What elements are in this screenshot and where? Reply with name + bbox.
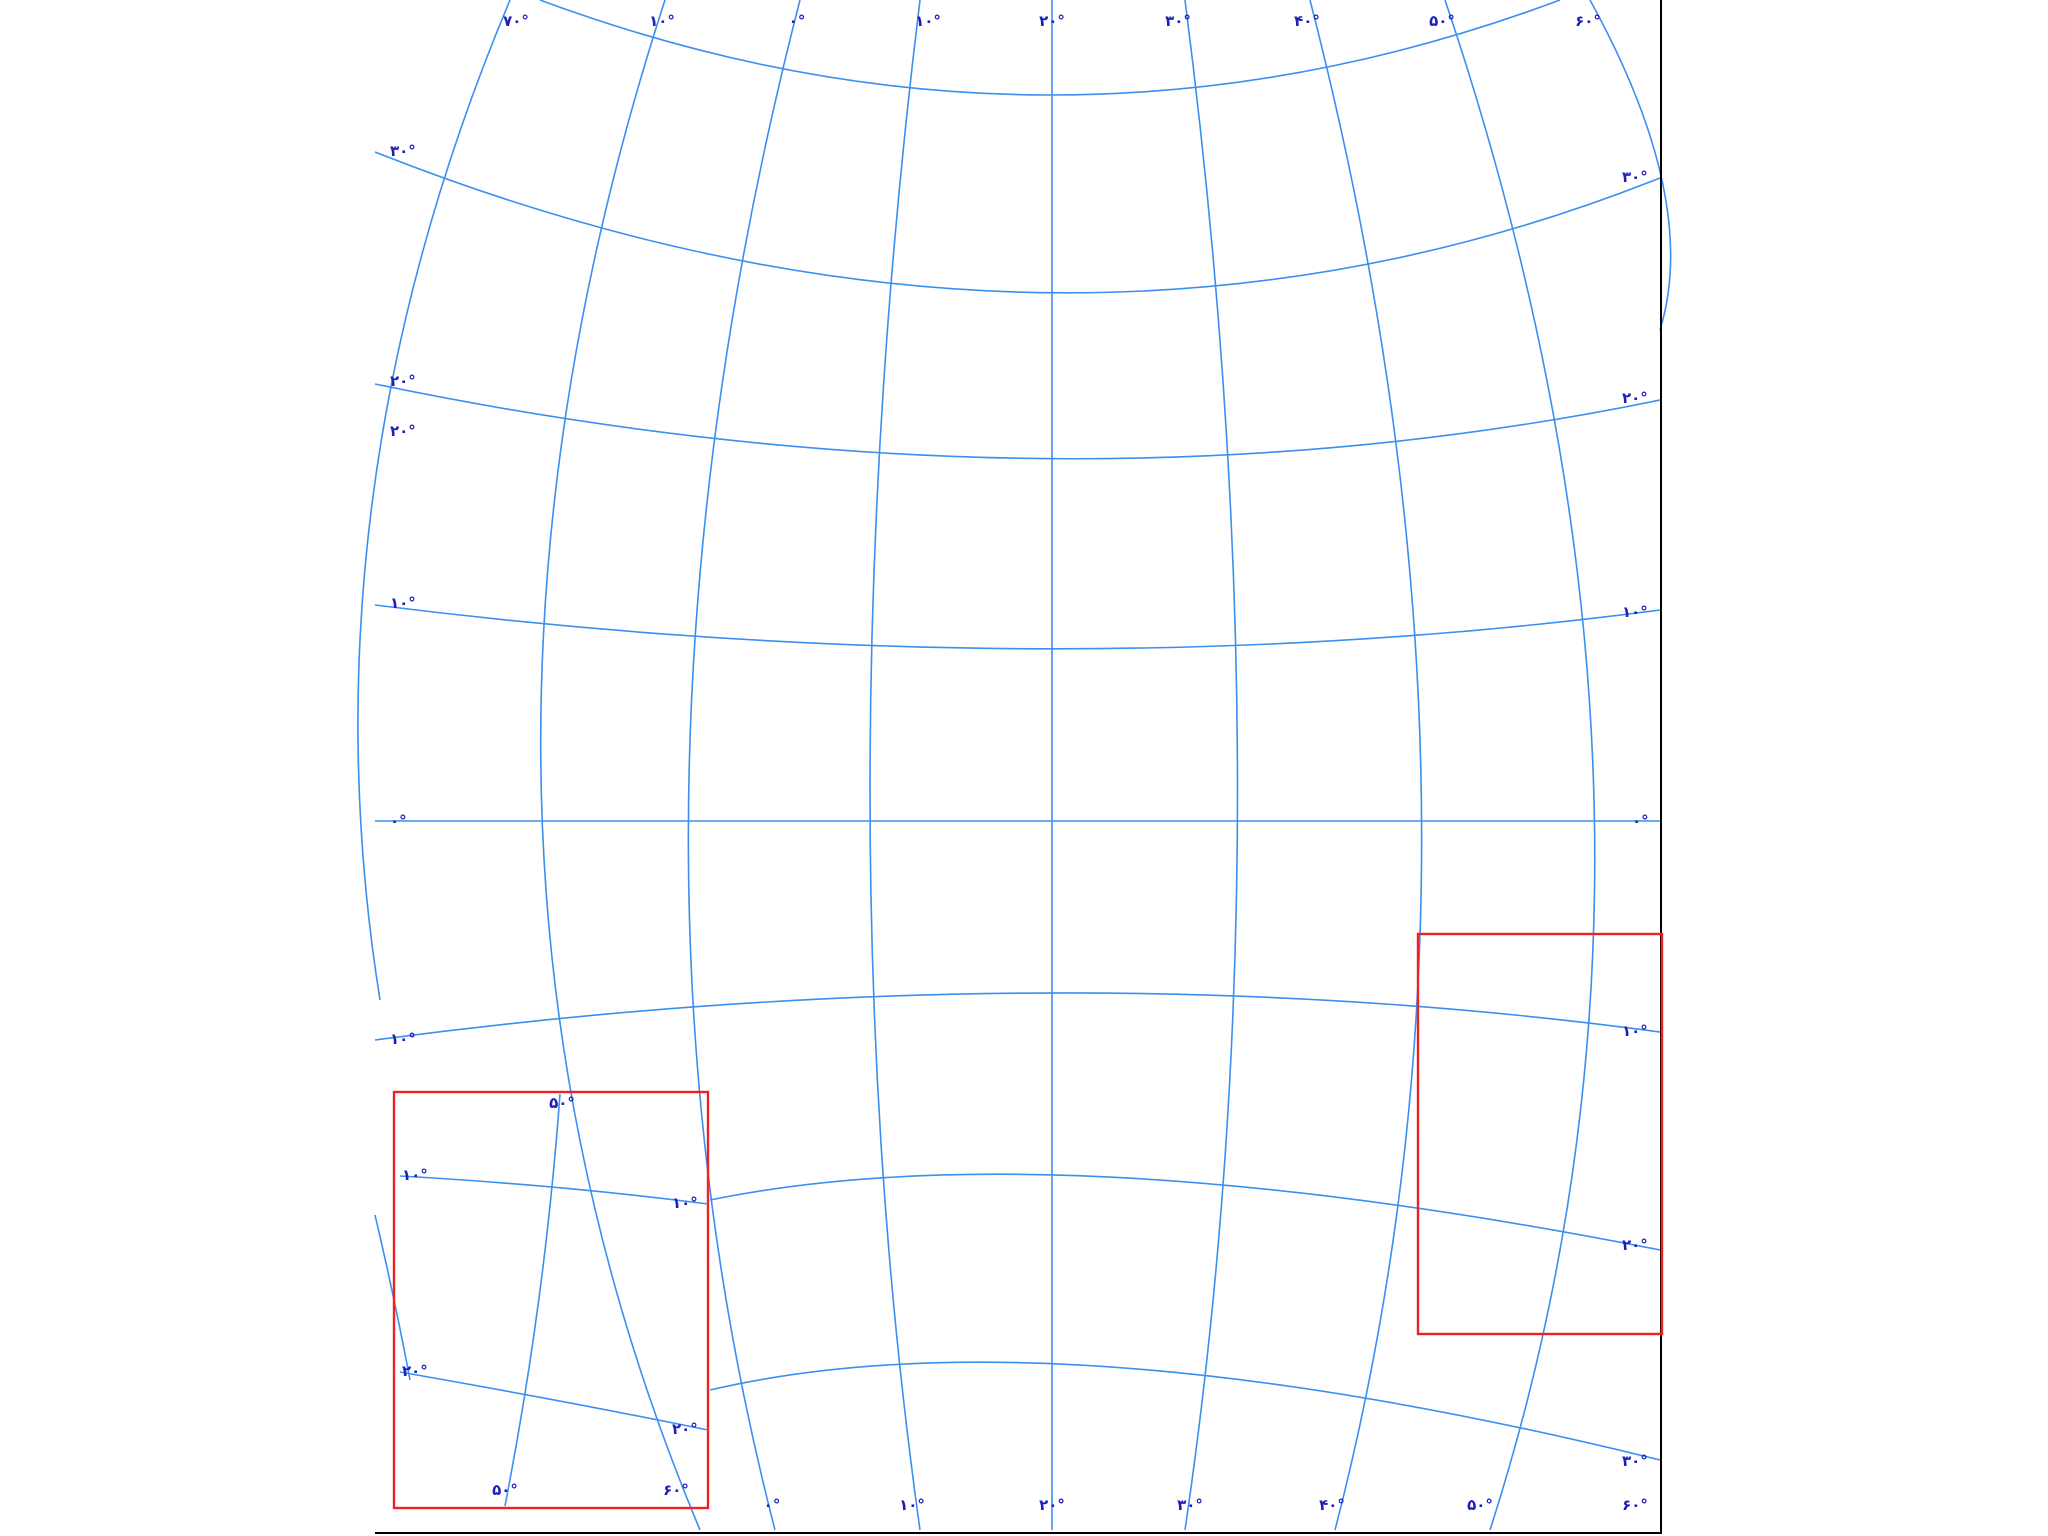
top-label: ۴۰°	[1294, 12, 1320, 30]
meridian-line	[1309, 0, 1423, 1531]
top-label: ۵۰°	[1429, 12, 1455, 30]
inset-label: ۲۰°	[402, 1362, 428, 1380]
meridian-line	[1589, 0, 1672, 331]
meridian-line	[687, 0, 801, 1531]
inset-left: ۵۰° ۱۰° ۱۰° ۲۰° ۲۰° ۵۰° ۶۰°	[392, 1090, 710, 1510]
top-label: ۱۰°	[915, 12, 941, 30]
right-label: ۰°	[1632, 812, 1649, 830]
meridian-line	[374, 1214, 411, 1381]
bottom-labels: ۰° ۱۰° ۲۰° ۳۰° ۴۰° ۵۰° ۶۰°	[764, 1496, 1648, 1514]
inset-label: ۶۰°	[663, 1481, 689, 1499]
top-label: ۱۰°	[649, 12, 675, 30]
right-label: ۱۰°	[1622, 1022, 1648, 1040]
top-label: ۲۰°	[1039, 12, 1065, 30]
inset-label: ۱۰°	[672, 1194, 698, 1212]
meridian-line	[1184, 0, 1239, 1531]
meridian-line	[539, 0, 701, 1531]
top-label: ۳۰°	[1165, 12, 1191, 30]
bottom-label: ۳۰°	[1177, 1496, 1203, 1514]
right-label: ۲۰°	[1622, 389, 1648, 407]
inset-frame	[392, 1090, 710, 1510]
inset-label: ۵۰°	[492, 1481, 518, 1499]
parallel-line	[374, 383, 1661, 460]
inset-meridian-line	[504, 1093, 561, 1507]
meridian-line	[1444, 0, 1596, 1531]
bottom-label: ۵۰°	[1467, 1496, 1493, 1514]
inset-label: ۱۰°	[402, 1166, 428, 1184]
meridian-line	[357, 0, 511, 1001]
left-label: ۰°	[390, 812, 407, 830]
parallel-line	[709, 1173, 1661, 1251]
left-label: ۱۰°	[390, 594, 416, 612]
parallel-line	[539, 0, 1561, 96]
graticule	[357, 0, 1672, 1531]
right-label: ۲۰°	[1622, 1236, 1648, 1254]
top-label: ۶۰°	[1575, 12, 1601, 30]
right-labels: ۳۰° ۲۰° ۱۰° ۰° ۱۰° ۲۰° ۳۰°	[1622, 168, 1649, 1470]
bottom-label: ۰°	[764, 1496, 781, 1514]
parallel-line	[374, 992, 1661, 1041]
bottom-label: ۲۰°	[1039, 1496, 1065, 1514]
inset-right-frame	[1416, 932, 1664, 1336]
right-label: ۳۰°	[1622, 168, 1648, 186]
right-label: ۳۰°	[1622, 1452, 1648, 1470]
meridian-line	[869, 0, 921, 1531]
left-labels: ۳۰° ۲۰° ۲۰° ۱۰° ۰° ۱۰°	[390, 142, 416, 1048]
bottom-label: ۶۰°	[1622, 1496, 1648, 1514]
bottom-label: ۱۰°	[899, 1496, 925, 1514]
bottom-label: ۴۰°	[1319, 1496, 1345, 1514]
inset-parallel-line	[399, 1371, 709, 1431]
parallel-line	[374, 604, 1661, 650]
parallel-line	[374, 151, 1661, 294]
inset-parallel-line	[399, 1175, 709, 1205]
parallel-line	[709, 1361, 1661, 1461]
top-label: ۰°	[789, 12, 806, 30]
left-label: ۱۰°	[390, 1030, 416, 1048]
right-label: ۱۰°	[1622, 603, 1648, 621]
inset-label: ۲۰°	[672, 1420, 698, 1438]
left-label: ۲۰°	[390, 372, 416, 390]
top-labels: ۷۰° ۱۰° ۰° ۱۰° ۲۰° ۳۰° ۴۰° ۵۰° ۶۰°	[503, 12, 1601, 30]
left-label: ۲۰°	[390, 422, 416, 440]
top-label: ۷۰°	[503, 12, 529, 30]
left-label: ۳۰°	[390, 142, 416, 160]
inset-label: ۵۰°	[549, 1094, 575, 1112]
